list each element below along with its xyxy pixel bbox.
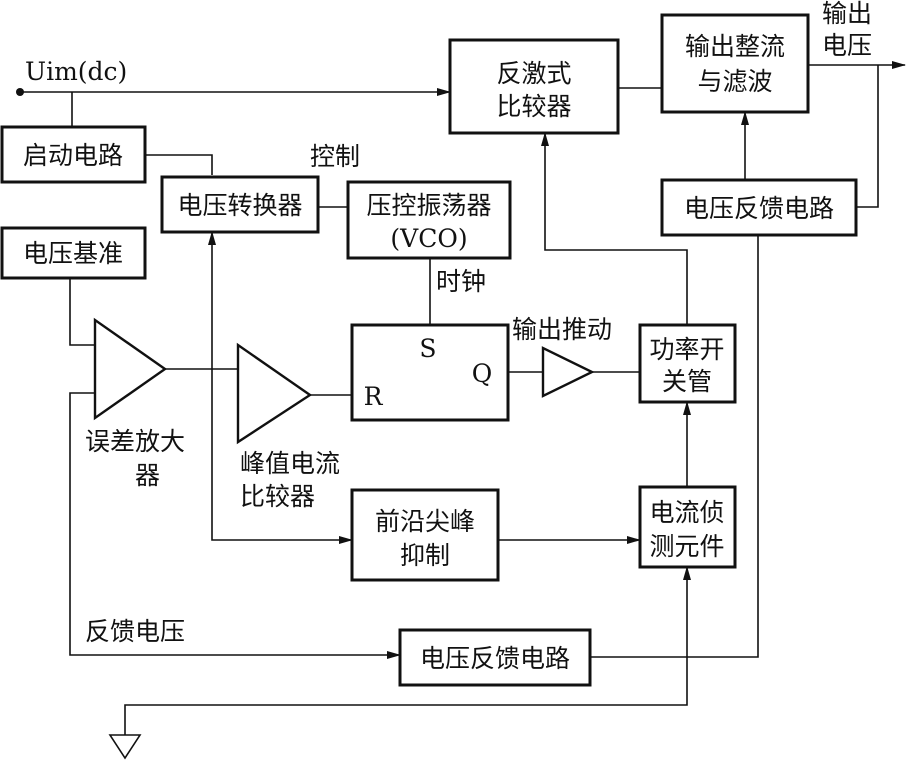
svg-text:(VCO): (VCO) [390, 224, 467, 253]
svg-text:前沿尖峰: 前沿尖峰 [375, 507, 475, 536]
control-label: 控制 [310, 142, 360, 171]
svg-text:S: S [419, 334, 436, 363]
power-switch-block: 功率开 关管 [638, 323, 737, 404]
peak-current-comparator-icon [236, 342, 313, 445]
flyback-comparator-block: 反激式 比较器 [448, 38, 620, 135]
svg-text:电压反馈电路: 电压反馈电路 [684, 194, 834, 223]
current-sense-block: 电流侦 测元件 [638, 485, 737, 569]
svg-text:测元件: 测元件 [649, 532, 724, 561]
svg-text:Q: Q [472, 359, 493, 388]
output-label-1: 输出 [822, 0, 872, 28]
svg-text:关管: 关管 [662, 367, 712, 396]
ground-icon [108, 734, 142, 760]
svg-text:电压反馈电路: 电压反馈电路 [420, 644, 570, 673]
error-amplifier-icon [93, 317, 168, 421]
peak-comparator-label-1: 峰值电流 [240, 449, 340, 478]
feedback-voltage-label: 反馈电压 [85, 617, 185, 646]
svg-text:电流侦: 电流侦 [649, 498, 724, 527]
peak-comparator-label-2: 比较器 [240, 482, 315, 511]
svg-text:抑制: 抑制 [400, 541, 450, 570]
svg-text:启动电路: 启动电路 [23, 141, 123, 170]
svg-text:R: R [364, 382, 384, 411]
vco-block: 压控振荡器 (VCO) [346, 180, 512, 260]
svg-text:电压基准: 电压基准 [23, 239, 123, 268]
error-amp-label-2: 器 [135, 461, 160, 490]
input-label: Uim(dc) [25, 57, 127, 86]
sr-flipflop-block: S Q R [350, 323, 510, 422]
voltage-converter-block: 电压转换器 [160, 175, 320, 234]
voltage-feedback-top-block: 电压反馈电路 [660, 178, 858, 237]
output-driver-icon [541, 346, 595, 398]
voltage-feedback-bottom-block: 电压反馈电路 [398, 628, 592, 687]
wires [16, 61, 906, 735]
svg-text:与滤波: 与滤波 [697, 67, 772, 96]
svg-text:电压转换器: 电压转换器 [177, 191, 302, 220]
startup-block: 启动电路 [0, 125, 147, 184]
rectifier-filter-block: 输出整流 与滤波 [660, 13, 810, 114]
error-amp-label-1: 误差放大 [85, 427, 185, 456]
svg-text:比较器: 比较器 [496, 92, 571, 121]
voltage-reference-block: 电压基准 [0, 226, 147, 280]
svg-text:输出整流: 输出整流 [685, 32, 785, 61]
clock-label: 时钟 [436, 267, 486, 296]
svg-text:功率开: 功率开 [649, 335, 724, 364]
output-drive-label: 输出推动 [512, 315, 612, 344]
leading-edge-blanking-block: 前沿尖峰 抑制 [350, 488, 500, 582]
svg-text:反激式: 反激式 [496, 59, 571, 88]
svg-text:压控振荡器: 压控振荡器 [366, 191, 491, 220]
output-label-2: 电压 [822, 31, 872, 60]
